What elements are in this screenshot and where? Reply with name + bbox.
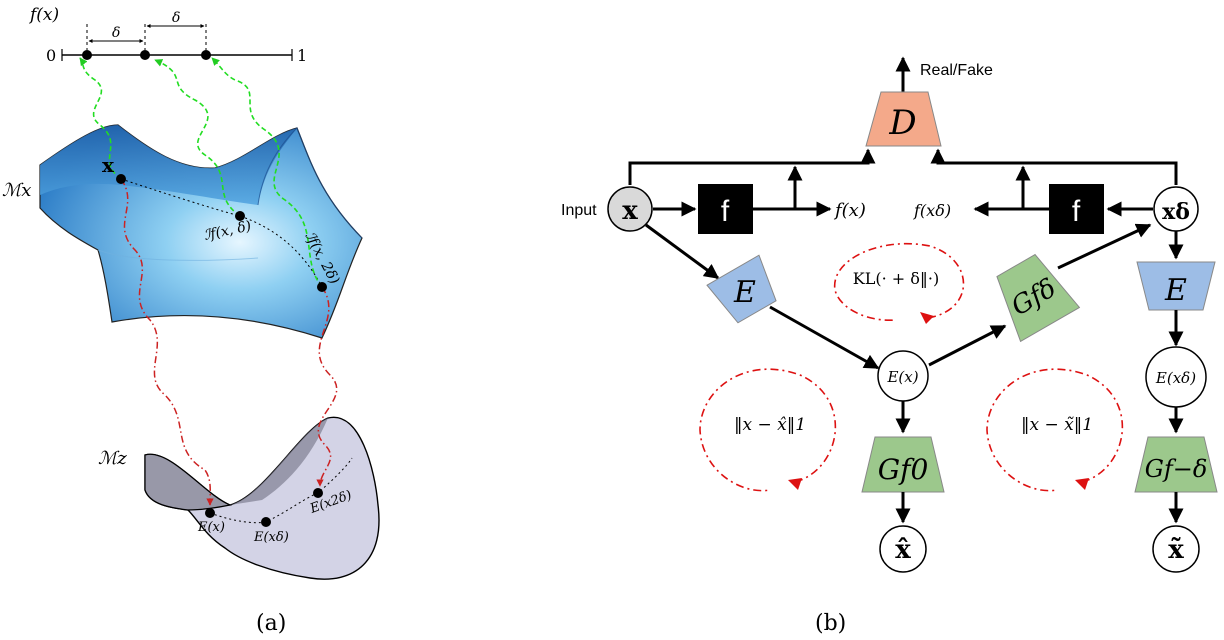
panel-b: Real/Fake D Input x f f(x) f f(xδ) xδ (561, 56, 1218, 636)
geodesic-x (120, 178, 323, 288)
kl-loop-arrowhead (920, 312, 934, 324)
loss-hat-arrowhead (788, 478, 802, 490)
manifold-z-label: ℳz (98, 448, 127, 469)
e-left-label: E (733, 275, 756, 310)
encoder-block-right (1136, 261, 1216, 311)
scale-point-1 (82, 50, 92, 60)
f-block-right (1049, 184, 1104, 234)
ex-node-label: E(x) (886, 368, 918, 386)
f-right-label: f (1072, 195, 1081, 228)
delta-label-1: δ (112, 25, 120, 41)
x-to-e-arrow (645, 223, 720, 280)
generator-delta-block (996, 253, 1081, 343)
loss-tilde-arrowhead (1075, 478, 1089, 490)
xtilde-node-label: x̃ (1168, 535, 1184, 565)
x-to-d-line (628, 148, 876, 185)
scale-point-3 (201, 50, 211, 60)
ex-to-gdelta-arrow (928, 324, 1007, 367)
point-latent-1 (205, 508, 215, 518)
fx-output-label: f(x) (833, 200, 866, 221)
point-latent-2 (261, 517, 271, 527)
e-right-label: E (1164, 273, 1187, 308)
g-minus-label: Gf−δ (1145, 455, 1208, 483)
panel-a: f(x) 0 1 δ δ ℳx ℳz (2, 5, 380, 636)
loss-hat-loop (699, 368, 837, 492)
point-interp-2 (317, 282, 327, 292)
generator-minus-block (1134, 436, 1218, 493)
point-x (116, 174, 126, 184)
f-block-left (698, 184, 753, 234)
scale-zero-label: 0 (46, 46, 56, 65)
scale-one-label: 1 (297, 46, 307, 65)
input-label: Input (561, 202, 597, 219)
point-interp-1 (235, 211, 245, 221)
scale-point-2 (140, 50, 150, 60)
input-node-label: x (622, 196, 638, 226)
green-arrow-2 (154, 59, 241, 217)
real-fake-label: Real/Fake (920, 62, 993, 79)
green-arrow-3 (211, 57, 323, 288)
red-arrow-2 (316, 286, 338, 487)
green-arrow-1 (79, 57, 122, 180)
encoder-block-left (706, 254, 777, 324)
exd-node-label: E(xδ) (1155, 369, 1196, 387)
gdelta-to-xd-arrow (1057, 223, 1152, 270)
point-x-label: x (102, 153, 115, 177)
latent-1-label: E(x) (197, 520, 225, 535)
xhat-node-label: x̂ (895, 535, 911, 565)
point-latent-3 (313, 488, 323, 498)
d-label: D (888, 103, 916, 143)
latent-2-label: E(xδ) (253, 530, 289, 545)
g-zero-label: Gf0 (878, 453, 929, 486)
fxd-output-label: f(xδ) (913, 201, 951, 220)
discriminator-block (865, 91, 942, 147)
input-node (607, 186, 653, 232)
caption-a: (a) (256, 611, 286, 636)
generator-zero-block (861, 436, 945, 493)
f-left-label: f (721, 195, 730, 228)
xtilde-node (1152, 525, 1200, 573)
xdelta-node-label: xδ (1162, 199, 1190, 225)
loss-hat-label: ‖x − x̂‖1 (734, 415, 806, 435)
e-to-ex-arrow (769, 305, 880, 370)
caption-b: (b) (815, 611, 846, 636)
loss-tilde-label: ‖x − x̃‖1 (1021, 415, 1093, 435)
geodesic-z (209, 457, 353, 524)
fx-label: f(x) (28, 5, 59, 25)
xd-to-d-line (930, 148, 1178, 185)
red-arrow-1 (120, 178, 214, 506)
manifold-z-surface (144, 416, 380, 580)
loss-tilde-loop (986, 368, 1124, 492)
xhat-node (879, 525, 927, 573)
kl-label: KL(· + δ‖·) (853, 269, 939, 288)
delta-label-2: δ (172, 10, 180, 26)
manifold-x-label: ℳx (2, 180, 31, 201)
